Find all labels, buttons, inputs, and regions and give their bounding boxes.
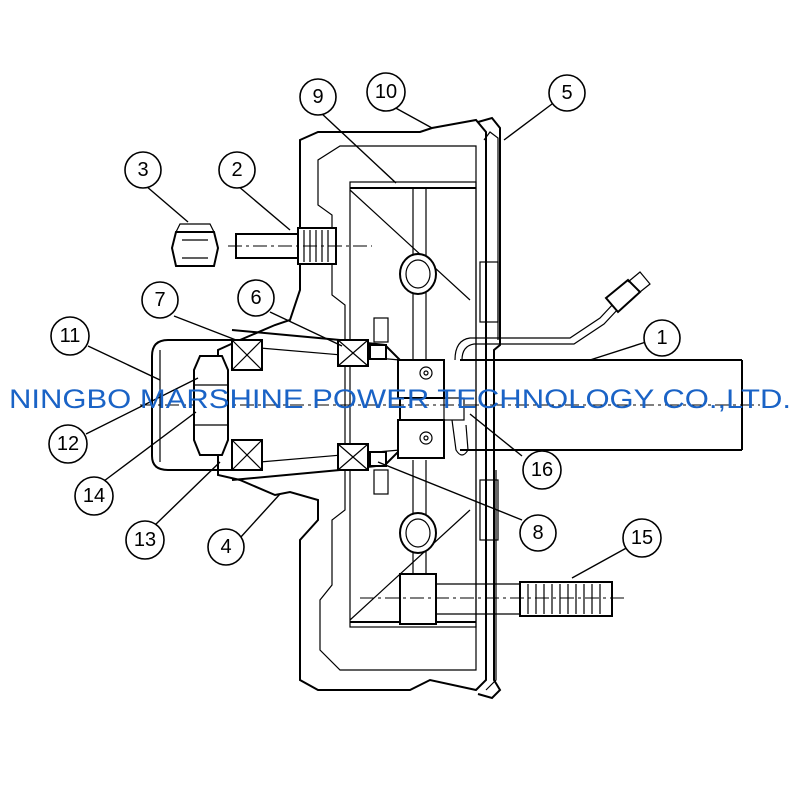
callout-label: 10 (375, 81, 397, 103)
callout-label: 15 (631, 527, 653, 549)
hub-nut (193, 355, 229, 456)
callout-5: 5 (548, 74, 586, 112)
callout-16: 16 (522, 450, 562, 490)
callout-1: 1 (643, 319, 681, 357)
cable-harness (454, 301, 616, 361)
bearing-13 (231, 439, 263, 471)
callout-label: 11 (60, 325, 81, 347)
callout-label: 8 (532, 522, 543, 544)
cable-harness-2 (461, 307, 620, 361)
housing-boss-lower (373, 469, 389, 495)
end-cap (151, 339, 232, 471)
callout-14: 14 (74, 476, 114, 516)
callout-label: 3 (137, 159, 148, 181)
callout-label: 1 (656, 327, 667, 349)
cable-connector-tip (627, 271, 651, 293)
callout-label: 6 (250, 287, 261, 309)
cover-plate (477, 116, 502, 700)
callout-7: 7 (141, 281, 179, 319)
callout-label: 2 (231, 159, 242, 181)
clamp-block (397, 359, 469, 459)
callout-9: 9 (299, 78, 337, 116)
bearing-8 (337, 443, 369, 471)
callout-15: 15 (622, 518, 662, 558)
callout-12: 12 (48, 424, 88, 464)
callout-10: 10 (366, 72, 406, 112)
callout-label: 14 (83, 485, 105, 507)
inner-frame-diag-2 (349, 509, 471, 621)
callout-label: 5 (561, 82, 572, 104)
callout-label: 13 (134, 529, 156, 551)
bearing-6 (337, 339, 369, 367)
callout-6: 6 (237, 279, 275, 317)
callout-2: 2 (218, 151, 256, 189)
stud-nut (170, 223, 220, 267)
upper-roller-inner (405, 259, 431, 289)
seal-upper (369, 344, 387, 360)
callout-4: 4 (207, 528, 245, 566)
callout-label: 4 (220, 536, 231, 558)
spline-shaft (360, 573, 628, 625)
seal-lower (369, 451, 387, 467)
stud-bolt (228, 227, 372, 265)
inner-frame-diag-1 (349, 189, 471, 301)
callout-label: 16 (531, 459, 553, 481)
company-watermark: NINGBO MARSHINE POWER TECHNOLOGY CO.,LTD… (9, 384, 791, 414)
callout-13: 13 (125, 520, 165, 560)
callout-label: 12 (57, 433, 79, 455)
bearing-7 (231, 339, 263, 371)
housing-boss-upper (373, 317, 389, 343)
cover-tab-upper (479, 261, 499, 323)
callout-label: 7 (154, 289, 165, 311)
callout-label: 9 (312, 86, 323, 108)
callout-3: 3 (124, 151, 162, 189)
cable-connector (604, 278, 642, 314)
callout-11: 11 (50, 316, 90, 356)
lower-roller-inner (405, 518, 431, 548)
leader-lines (85, 103, 647, 579)
housing-inner-contour (317, 145, 477, 671)
housing-outer-contour (217, 118, 487, 692)
callout-8: 8 (519, 514, 557, 552)
